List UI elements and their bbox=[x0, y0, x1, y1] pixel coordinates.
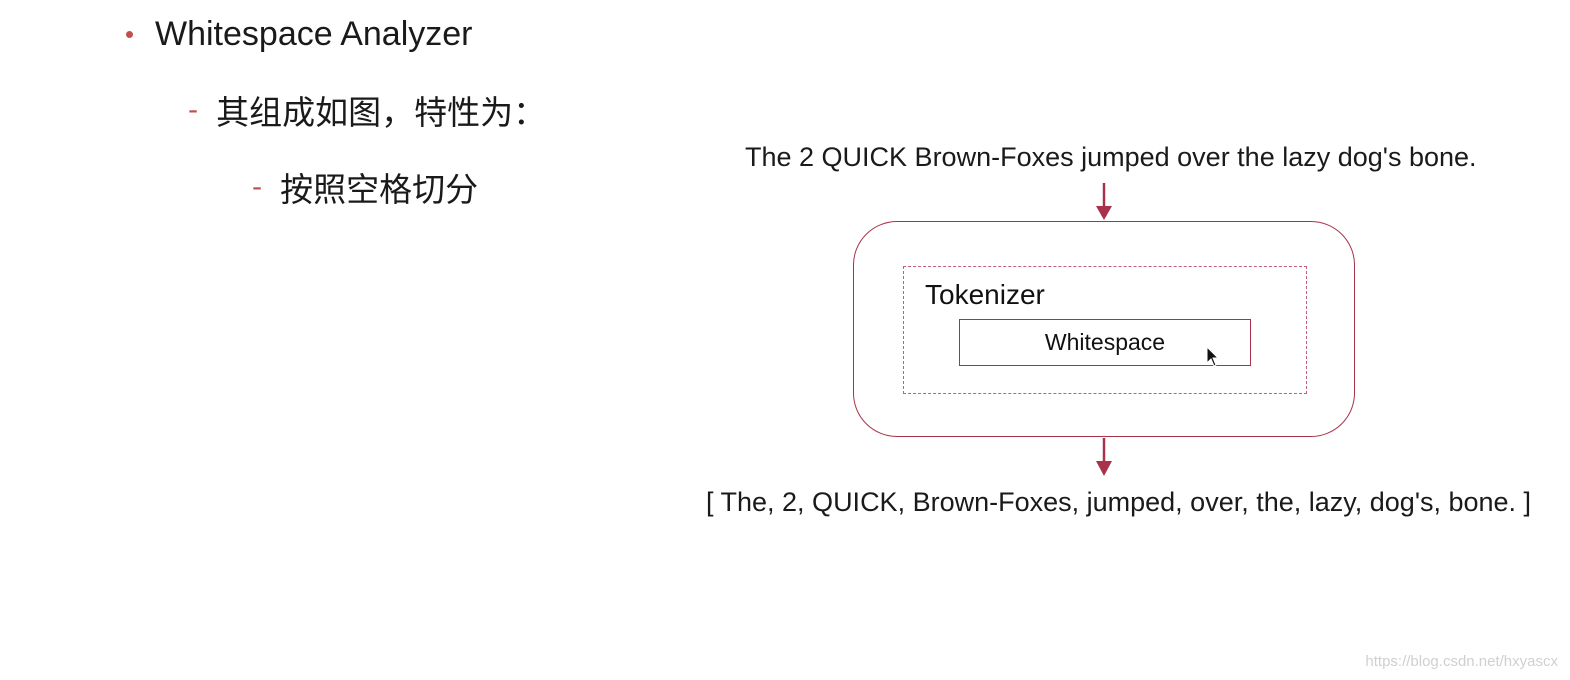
watermark: https://blog.csdn.net/hxyascx bbox=[1365, 653, 1558, 670]
diagram-output-text: [ The, 2, QUICK, Brown-Foxes, jumped, ov… bbox=[706, 487, 1532, 517]
arrow-down-bottom-icon bbox=[1096, 438, 1112, 476]
dash-icon: - bbox=[188, 93, 199, 126]
whitespace-tokenizer-label: Whitespace bbox=[1044, 329, 1166, 355]
bullet-level1: Whitespace Analyzer bbox=[126, 12, 473, 56]
whitespace-tokenizer-box: Whitespace bbox=[959, 319, 1251, 366]
diagram-input-text: The 2 QUICK Brown-Foxes jumped over the … bbox=[745, 142, 1477, 172]
mouse-pointer-icon bbox=[1206, 346, 1220, 367]
bullet-level2-text: 其组成如图，特性为： bbox=[216, 93, 547, 132]
tokenizer-label: Tokenizer bbox=[925, 279, 1045, 310]
arrow-down-top-icon bbox=[1096, 183, 1112, 220]
bullet-level1-text: Whitespace Analyzer bbox=[155, 14, 473, 53]
tokenizer-box bbox=[903, 266, 1307, 394]
bullet-level2: - 其组成如图，特性为： bbox=[188, 88, 546, 132]
bullet-level3: - 按照空格切分 bbox=[252, 165, 478, 209]
dash-icon: - bbox=[252, 170, 263, 203]
bullet-dot-icon bbox=[126, 30, 133, 38]
analyzer-box bbox=[853, 221, 1355, 437]
bullet-level3-text: 按照空格切分 bbox=[280, 170, 479, 209]
